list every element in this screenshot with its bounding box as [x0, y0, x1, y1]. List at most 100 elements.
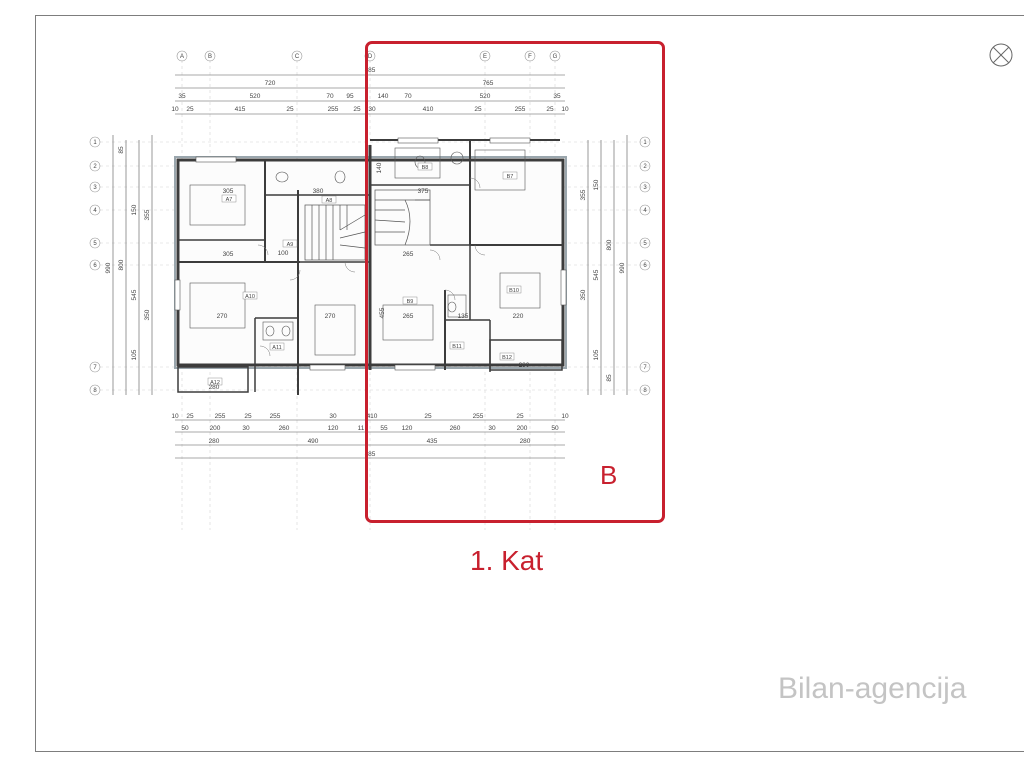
dimension-text: 260: [450, 425, 461, 432]
svg-text:1: 1: [93, 140, 97, 146]
room-dimension: 265: [403, 313, 414, 320]
dimension-text: 990: [105, 262, 112, 273]
wing-b-highlight: [365, 41, 665, 523]
room-tag: A10: [245, 294, 255, 300]
grid-col-label: C: [295, 54, 300, 60]
room-dimension: 305: [223, 251, 234, 258]
svg-text:5: 5: [93, 241, 97, 247]
room-tag: B11: [452, 344, 461, 350]
dimension-text: 10: [171, 413, 179, 420]
room-tag: B7: [507, 174, 514, 180]
dimension-text: 350: [144, 309, 151, 320]
dimension-text: 260: [279, 425, 290, 432]
dimension-text: 545: [593, 269, 600, 280]
grid-column-markers: A B C D E F G: [176, 50, 561, 62]
dimension-text: 720: [265, 80, 276, 87]
room-tags: A7 A8 A9 A10 A11 A12 B7 B8 B9 B10 B11 B1…: [207, 162, 522, 386]
dimension-text: 25: [516, 413, 524, 420]
dimension-text: 140: [378, 93, 389, 100]
room-dimension: 305: [223, 188, 234, 195]
svg-text:3: 3: [93, 185, 97, 191]
dimension-text: 410: [367, 413, 378, 420]
dimension-text: 25: [286, 106, 294, 113]
dimension-text: 255: [270, 413, 281, 420]
grid-col-label: F: [528, 54, 532, 60]
grid-col-label: A: [180, 54, 184, 60]
dimension-chains-right: 990 800 545 355 150 105 85 350: [580, 135, 628, 395]
drawing-frame: [35, 15, 1024, 752]
dimension-text: 255: [515, 106, 526, 113]
svg-text:6: 6: [93, 263, 97, 269]
dimension-text: 355: [144, 209, 151, 220]
svg-text:3: 3: [643, 185, 647, 191]
room-tag: A11: [272, 345, 281, 351]
wing-label: B: [600, 460, 618, 490]
dimension-text: 520: [250, 93, 261, 100]
svg-text:4: 4: [643, 208, 647, 214]
dimension-text: 255: [328, 106, 339, 113]
room-dimension: 375: [418, 188, 429, 195]
dimension-text: 105: [593, 349, 600, 360]
dimension-text: 50: [551, 425, 559, 432]
dimension-text: 280: [520, 438, 531, 445]
room-dimension: 135: [458, 313, 469, 320]
dimension-text: 800: [118, 259, 125, 270]
dimension-chains-left: 990 800 545 350 150 355 105 85: [105, 135, 153, 395]
grid-col-label: G: [553, 54, 558, 60]
room-tag: B12: [502, 355, 512, 361]
agency-watermark: Bilan-agencija: [778, 672, 967, 705]
dimension-text: 435: [427, 438, 438, 445]
room-tag: B10: [509, 288, 519, 294]
room-dimension: 100: [278, 250, 289, 257]
room-dimension: 265: [403, 251, 414, 258]
svg-text:6: 6: [643, 263, 647, 269]
dimension-chains-top: 885 720 765 35 520 70 95 140 70 520 35 1…: [171, 67, 569, 115]
dimension-text: 415: [235, 106, 246, 113]
dimension-text: 55: [380, 425, 388, 432]
room-tag: B8: [422, 165, 429, 171]
svg-text:5: 5: [643, 241, 647, 247]
dimension-text: 35: [553, 93, 561, 100]
dimension-text: 410: [423, 106, 434, 113]
dimension-text: 11: [358, 425, 365, 432]
room-dimension: 140: [376, 162, 383, 173]
floor-caption: 1. Kat: [470, 545, 544, 576]
dimension-text: 105: [131, 349, 138, 360]
svg-text:7: 7: [93, 365, 97, 371]
room-dimension: 380: [313, 188, 324, 195]
dimension-text: 10: [561, 106, 569, 113]
dimension-text: 355: [580, 189, 587, 200]
dimension-text: 350: [580, 289, 587, 300]
dimension-text: 70: [326, 93, 334, 100]
grid-col-label: D: [368, 54, 373, 60]
dimension-text: 25: [353, 106, 361, 113]
dimension-text: 255: [473, 413, 484, 420]
dimension-text: 255: [215, 413, 226, 420]
dimension-text: 150: [593, 179, 600, 190]
dimension-chains-bottom: 10 25 255 25 255 30 410 25 255 25 10 50 …: [171, 413, 569, 459]
grid-col-label: B: [208, 54, 212, 60]
room-dimension: 220: [513, 313, 524, 320]
building-walls: [174, 139, 567, 395]
dimension-text: 30: [329, 413, 337, 420]
dimension-text: 25: [186, 106, 194, 113]
dimension-text: 990: [619, 262, 626, 273]
dimension-text: 70: [404, 93, 412, 100]
dimension-text: 280: [209, 438, 220, 445]
grid-col-label: E: [483, 54, 487, 60]
dimension-text: 200: [517, 425, 528, 432]
svg-text:1: 1: [643, 140, 647, 146]
room-tag: B9: [407, 299, 414, 305]
dimension-text: 800: [606, 239, 613, 250]
dimension-text: 30: [488, 425, 496, 432]
svg-text:8: 8: [93, 388, 97, 394]
svg-text:4: 4: [93, 208, 97, 214]
dimension-text: 885: [365, 451, 376, 458]
dimension-text: 10: [561, 413, 569, 420]
room-dimension: 455: [379, 307, 386, 318]
svg-text:8: 8: [643, 388, 647, 394]
room-tag: A9: [287, 242, 294, 248]
grid-row-markers: 1 2 3 4 5 6 7 8 1 2 3 4 5 6 7 8: [89, 136, 651, 396]
svg-text:2: 2: [643, 164, 647, 170]
